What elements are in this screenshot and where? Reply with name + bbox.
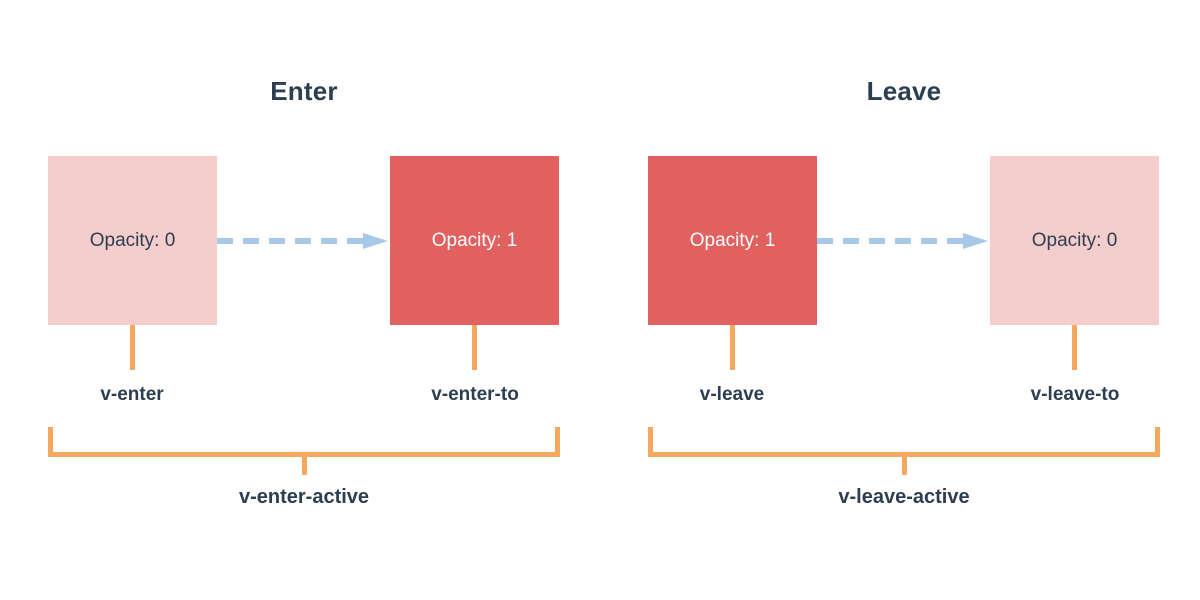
group-title-leave: Leave [866,76,942,106]
tick-line-leave-from [730,325,735,370]
class-label-v-enter-to: v-enter-to [431,384,519,405]
tick-line-enter-from [130,325,135,370]
bracket-center-stub [302,457,307,475]
state-box-enter-to: Opacity: 1 [390,156,559,325]
transition-arrow-leave [817,233,990,249]
opacity-label-leave-to: Opacity: 0 [1031,229,1118,251]
tick-line-enter-to [472,325,477,370]
bracket-right-arm [555,427,560,457]
opacity-label-enter-from: Opacity: 0 [89,229,176,251]
class-label-v-leave: v-leave [699,384,765,405]
bracket-bottom-bar [48,452,560,457]
bracket-center-stub [902,457,907,475]
tick-line-leave-to [1072,325,1077,370]
class-label-v-enter: v-enter [100,384,164,405]
group-title-enter: Enter [270,76,338,106]
bracket-bottom-bar [648,452,1160,457]
transition-group-leave: Leave Opacity: 1 Opacity: 0 v-leave v-le… [600,0,1200,600]
state-box-enter-from: Opacity: 0 [48,156,217,325]
arrow-head-icon [963,233,988,249]
state-box-leave-from: Opacity: 1 [648,156,817,325]
bracket-enter-active [48,427,560,475]
arrow-dashed-line-icon [217,238,363,244]
bracket-left-arm [648,427,653,457]
class-label-v-leave-to: v-leave-to [1030,384,1120,405]
class-label-v-enter-active: v-enter-active [238,486,370,508]
opacity-label-enter-to: Opacity: 1 [431,229,518,251]
arrow-dashed-line-icon [817,238,963,244]
class-label-v-leave-active: v-leave-active [838,486,970,508]
transition-arrow-enter [217,233,390,249]
transition-group-enter: Enter Opacity: 0 Opacity: 1 v-enter v-en… [48,76,560,508]
opacity-label-leave-from: Opacity: 1 [689,229,776,251]
arrow-head-icon [363,233,388,249]
state-box-leave-to: Opacity: 0 [990,156,1159,325]
bracket-leave-active [648,427,1160,475]
bracket-left-arm [48,427,53,457]
bracket-right-arm [1155,427,1160,457]
